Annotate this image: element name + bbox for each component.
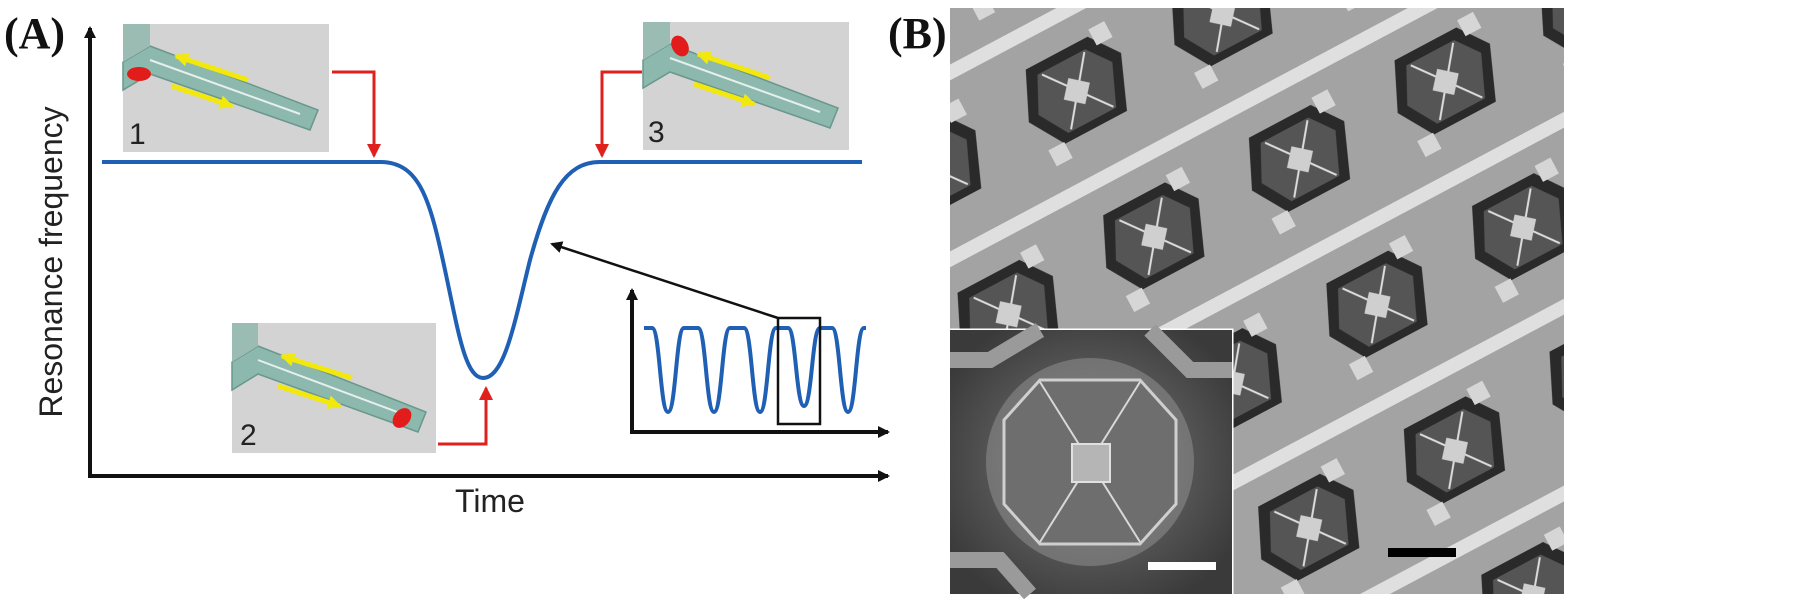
particle-icon bbox=[392, 408, 412, 428]
zoom-box bbox=[776, 316, 822, 426]
sem-micrograph-single-device bbox=[948, 323, 1234, 600]
cantilever-channel-icon bbox=[642, 22, 839, 129]
step-1-number: 1 bbox=[129, 118, 146, 151]
step-2-inset: 2 bbox=[231, 323, 436, 453]
step-3-inset: 3 bbox=[642, 22, 849, 150]
flow-arrow-left bbox=[174, 53, 249, 83]
panel-a-label: (A) bbox=[4, 9, 65, 58]
panel-a: (A) Time Resonance frequency 1 bbox=[4, 9, 890, 519]
flow-arrow-left bbox=[280, 352, 353, 381]
panel-b-label: (B) bbox=[888, 9, 947, 58]
periodic-signal-inset bbox=[550, 241, 890, 438]
x-axis-label: Time bbox=[455, 483, 525, 519]
panel-b: (B) bbox=[888, 8, 1564, 600]
pointer-arrow-step-2 bbox=[438, 386, 493, 446]
y-axis-label: Resonance frequency bbox=[33, 106, 69, 417]
scale-bar-white bbox=[1148, 562, 1216, 570]
cantilever-channel-icon bbox=[122, 24, 319, 131]
particle-icon bbox=[127, 67, 151, 81]
flow-arrow-right bbox=[277, 383, 342, 409]
flow-arrow-left bbox=[696, 51, 771, 81]
resonance-curve bbox=[102, 160, 862, 381]
periodic-signal bbox=[644, 326, 866, 415]
pointer-arrow-step-1 bbox=[332, 70, 381, 158]
scale-bar-black bbox=[1388, 548, 1456, 557]
flow-arrow-right bbox=[171, 83, 234, 109]
flow-arrow-right bbox=[693, 81, 756, 107]
particle-icon bbox=[671, 35, 689, 57]
pointer-arrow-step-3 bbox=[595, 70, 642, 158]
zoom-arrow bbox=[550, 241, 779, 320]
step-1-inset: 1 bbox=[122, 24, 329, 152]
cantilever-channel-icon bbox=[231, 323, 427, 433]
step-2-number: 2 bbox=[240, 419, 257, 452]
step-3-number: 3 bbox=[648, 116, 665, 149]
